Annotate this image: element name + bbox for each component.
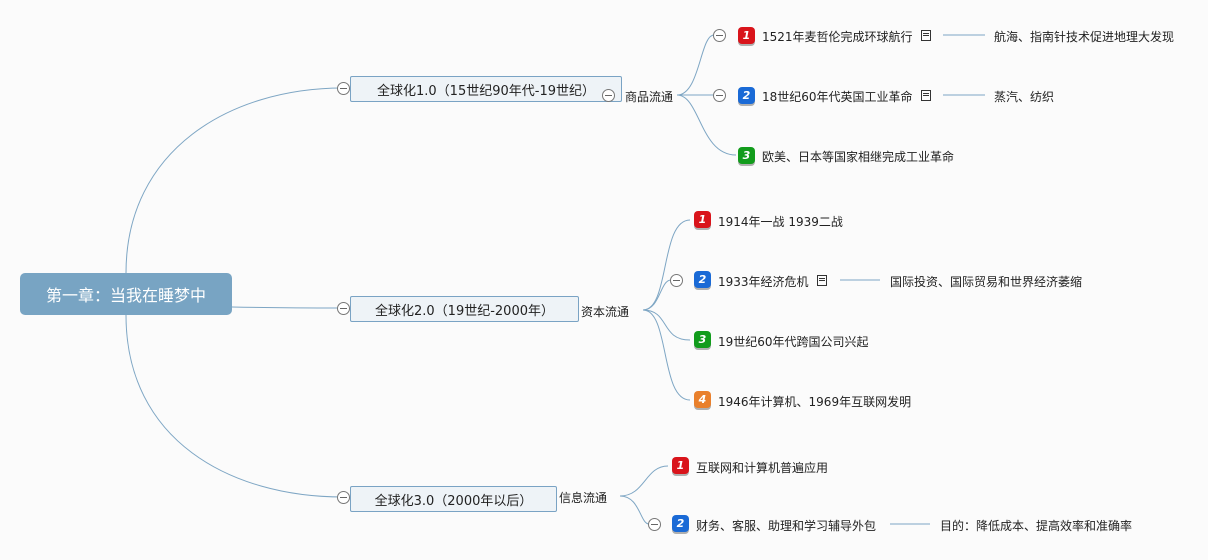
topic-item[interactable]: 1914年一战 1939二战 (718, 215, 843, 229)
collapse-icon[interactable] (337, 491, 350, 504)
branch-label[interactable]: 资本流通 (581, 305, 630, 319)
topic-item[interactable]: 1933年经济危机 (718, 275, 809, 289)
note-topic[interactable]: 目的：降低成本、提高效率和准确率 (940, 519, 1133, 533)
branch-label[interactable]: 商品流通 (625, 90, 674, 104)
topic-item[interactable]: 欧美、日本等国家相继完成工业革命 (762, 150, 955, 164)
notes-icon[interactable] (921, 90, 931, 101)
topic-item[interactable]: 互联网和计算机普遍应用 (696, 461, 829, 475)
root-topic[interactable]: 第一章：当我在睡梦中 (20, 273, 232, 315)
note-topic[interactable]: 蒸汽、纺织 (994, 90, 1055, 104)
topic-item[interactable]: 1946年计算机、1969年互联网发明 (718, 395, 912, 409)
branch-globalization-2[interactable]: 全球化2.0（19世纪-2000年） (350, 296, 579, 322)
branch-globalization-1[interactable]: 全球化1.0（15世纪90年代-19世纪） (350, 76, 622, 102)
priority-3-icon: 3 (738, 147, 755, 164)
priority-4-icon: 4 (694, 391, 711, 408)
collapse-icon[interactable] (337, 82, 350, 95)
branch-label[interactable]: 信息流通 (559, 491, 608, 505)
collapse-icon[interactable] (602, 89, 615, 102)
note-topic[interactable]: 航海、指南针技术促进地理大发现 (994, 30, 1175, 44)
priority-2-icon: 2 (738, 87, 755, 104)
collapse-icon[interactable] (713, 89, 726, 102)
topic-item[interactable]: 18世纪60年代英国工业革命 (762, 90, 913, 104)
topic-item[interactable]: 财务、客服、助理和学习辅导外包 (696, 519, 877, 533)
priority-1-icon: 1 (672, 457, 689, 474)
priority-1-icon: 1 (738, 27, 755, 44)
priority-3-icon: 3 (694, 331, 711, 348)
notes-icon[interactable] (817, 275, 827, 286)
priority-1-icon: 1 (694, 211, 711, 228)
priority-2-icon: 2 (694, 271, 711, 288)
collapse-icon[interactable] (713, 29, 726, 42)
topic-item[interactable]: 19世纪60年代跨国公司兴起 (718, 335, 869, 349)
collapse-icon[interactable] (337, 302, 350, 315)
topic-item[interactable]: 1521年麦哲伦完成环球航行 (762, 30, 913, 44)
collapse-icon[interactable] (670, 274, 683, 287)
notes-icon[interactable] (921, 30, 931, 41)
priority-2-icon: 2 (672, 515, 689, 532)
note-topic[interactable]: 国际投资、国际贸易和世界经济萎缩 (890, 275, 1083, 289)
branch-globalization-3[interactable]: 全球化3.0（2000年以后） (350, 486, 557, 512)
collapse-icon[interactable] (648, 518, 661, 531)
